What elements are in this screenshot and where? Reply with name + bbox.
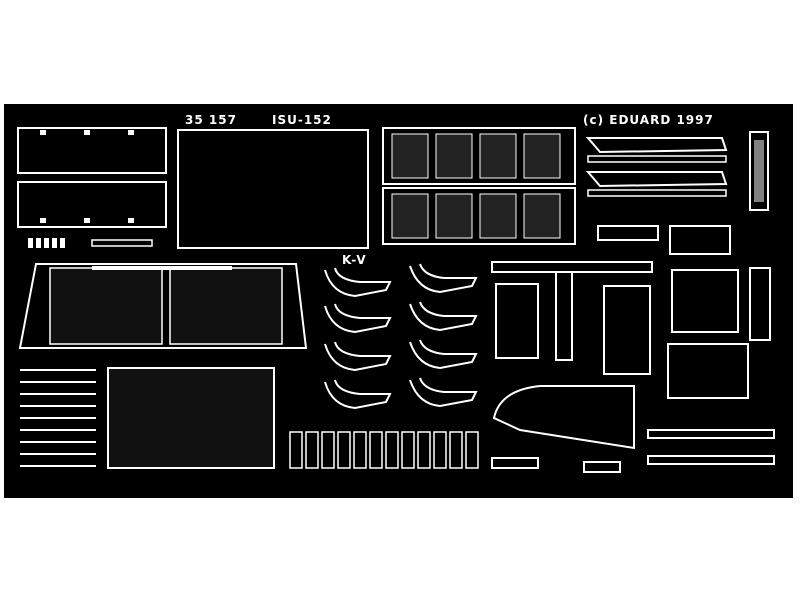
mesh-grille-lower: [382, 187, 576, 245]
catalog-number: 35 157: [185, 113, 237, 127]
long-strips: [585, 137, 728, 197]
copyright-label: (c) EDUARD 1997: [583, 113, 714, 127]
tread-links: [289, 431, 479, 469]
mesh-grille-upper: [382, 127, 576, 185]
side-panel-lower: [17, 181, 167, 228]
vertical-ladder-strip: [749, 131, 769, 211]
sheet-title: ISU-152: [272, 113, 332, 127]
rear-shield: [18, 263, 308, 349]
small-parts-row: [28, 238, 153, 248]
kv-label: K-V: [342, 253, 367, 267]
large-mesh-plate: [107, 367, 275, 469]
large-plate: [177, 129, 369, 249]
ladder-left: [20, 369, 96, 467]
side-panel-upper: [17, 127, 167, 174]
curved-fenders: [324, 263, 478, 410]
frame-parts: [491, 225, 775, 473]
